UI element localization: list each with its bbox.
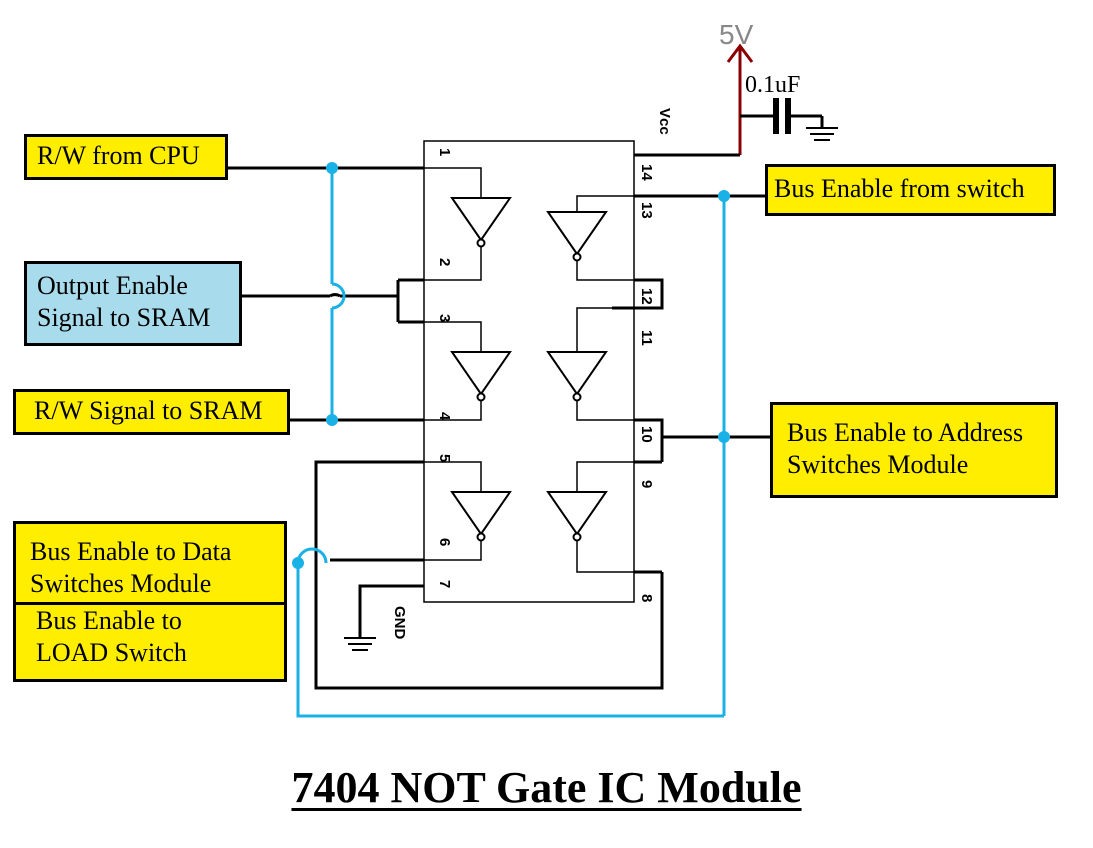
label-bus-enable-data-line2: Switches Module	[30, 569, 212, 598]
label-bus-enable-load-line2: LOAD Switch	[36, 638, 187, 667]
pin-6: 6	[436, 538, 453, 546]
ic-body	[423, 140, 635, 603]
label-bus-enable-address: Bus Enable to Address Switches Module	[770, 402, 1058, 498]
bus-wires	[296, 168, 726, 718]
label-bus-enable-load-line1: Bus Enable to	[36, 606, 182, 635]
label-bus-enable-data: Bus Enable to Data Switches Module	[13, 521, 287, 605]
label-bus-enable-switch-text: Bus Enable from switch	[774, 174, 1025, 203]
not-gates	[450, 197, 608, 542]
diagram-title-text: 7404 NOT Gate IC Module	[291, 763, 802, 812]
junction-dot	[718, 190, 730, 202]
pin-12: 12	[638, 288, 655, 305]
not-gate-icon-1	[450, 197, 512, 248]
supply-arrow-icon	[726, 43, 754, 155]
label-rw-from-cpu: R/W from CPU	[24, 134, 228, 180]
label-rw-signal-sram: R/W Signal to SRAM	[13, 389, 290, 435]
external-wiring	[228, 153, 770, 690]
pin-5: 5	[436, 454, 453, 462]
internal-wiring	[424, 167, 634, 573]
diagram-title: 7404 NOT Gate IC Module	[0, 762, 1093, 813]
pin-11: 11	[638, 330, 655, 346]
pin-4: 4	[436, 412, 453, 421]
not-gate-icon-4	[546, 211, 608, 262]
junction-dots	[292, 162, 730, 569]
ground-icon-ic	[344, 637, 376, 651]
vcc-label: Vcc	[656, 108, 673, 135]
junction-dot	[326, 414, 338, 426]
label-bus-enable-data-line1: Bus Enable to Data	[30, 537, 232, 566]
left-pin-labels: 1 2 3 4 5 6 7	[436, 148, 453, 588]
not-gate-icon-3	[450, 491, 512, 542]
label-bus-enable-switch: Bus Enable from switch	[765, 164, 1056, 216]
label-bus-enable-load: Bus Enable to LOAD Switch	[13, 602, 287, 682]
junction-dot	[326, 162, 338, 174]
label-output-enable-line2: Signal to SRAM	[37, 303, 211, 332]
capacitor-icon	[740, 98, 824, 134]
not-gate-icon-2	[450, 351, 512, 402]
pin-7: 7	[436, 580, 453, 588]
not-gate-icon-5	[546, 351, 608, 402]
pin-2: 2	[436, 258, 453, 266]
pin-3: 3	[436, 314, 453, 322]
pin-9: 9	[638, 480, 655, 488]
junction-dot	[718, 431, 730, 443]
label-output-enable: Output Enable Signal to SRAM	[24, 261, 242, 346]
label-rw-signal-sram-text: R/W Signal to SRAM	[34, 396, 263, 425]
not-gate-icon-6	[546, 491, 608, 542]
ground-icon-supply	[806, 127, 838, 141]
label-rw-from-cpu-text: R/W from CPU	[37, 141, 200, 170]
junction-dot	[292, 557, 304, 569]
supply-voltage-label: 5V	[719, 19, 754, 50]
right-pin-labels: 14 13 12 11 10 9 8	[638, 164, 655, 602]
gnd-label: GND	[391, 606, 408, 640]
label-bus-enable-address-line1: Bus Enable to Address	[787, 418, 1024, 447]
pin-14: 14	[638, 164, 655, 181]
label-output-enable-line1: Output Enable	[37, 271, 188, 300]
pin-8: 8	[638, 594, 655, 602]
pin-10: 10	[638, 426, 655, 443]
label-bus-enable-address-line2: Switches Module	[787, 450, 969, 479]
pin-1: 1	[436, 148, 453, 156]
pin-13: 13	[638, 202, 655, 219]
capacitor-label: 0.1uF	[745, 72, 800, 98]
